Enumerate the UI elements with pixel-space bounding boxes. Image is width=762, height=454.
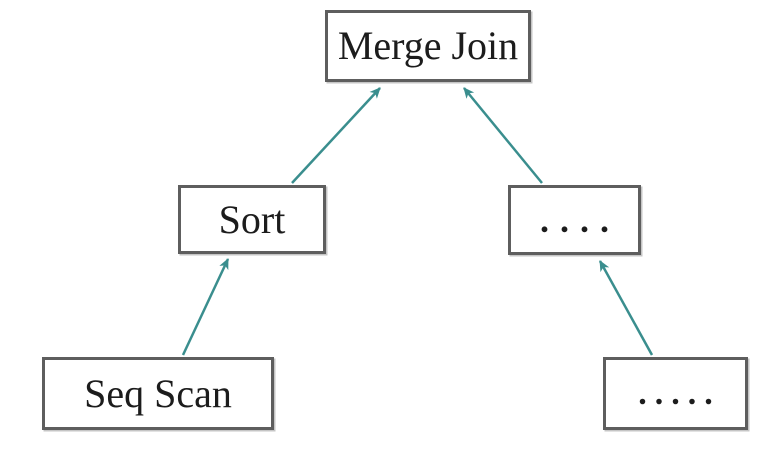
node-subtree-bottom-right: ..... xyxy=(603,357,748,430)
edge-sort-to-merge-join xyxy=(291,87,381,184)
node-subtree-right: .... xyxy=(508,185,641,255)
edge-subtree-right-to-merge-join xyxy=(463,87,543,184)
node-label-subtree-right: .... xyxy=(540,200,620,240)
node-sort: Sort xyxy=(178,185,326,254)
edge-subtree-bottom-right-to-subtree-right xyxy=(598,260,654,356)
node-seq-scan: Seq Scan xyxy=(42,357,274,430)
node-merge-join: Merge Join xyxy=(325,10,531,82)
edge-seq-scan-to-sort xyxy=(181,258,230,356)
node-label-subtree-bottom-right: ..... xyxy=(638,374,721,412)
node-label-sort: Sort xyxy=(218,196,286,242)
node-label-merge-join: Merge Join xyxy=(337,23,519,68)
node-label-seq-scan: Seq Scan xyxy=(84,370,232,416)
